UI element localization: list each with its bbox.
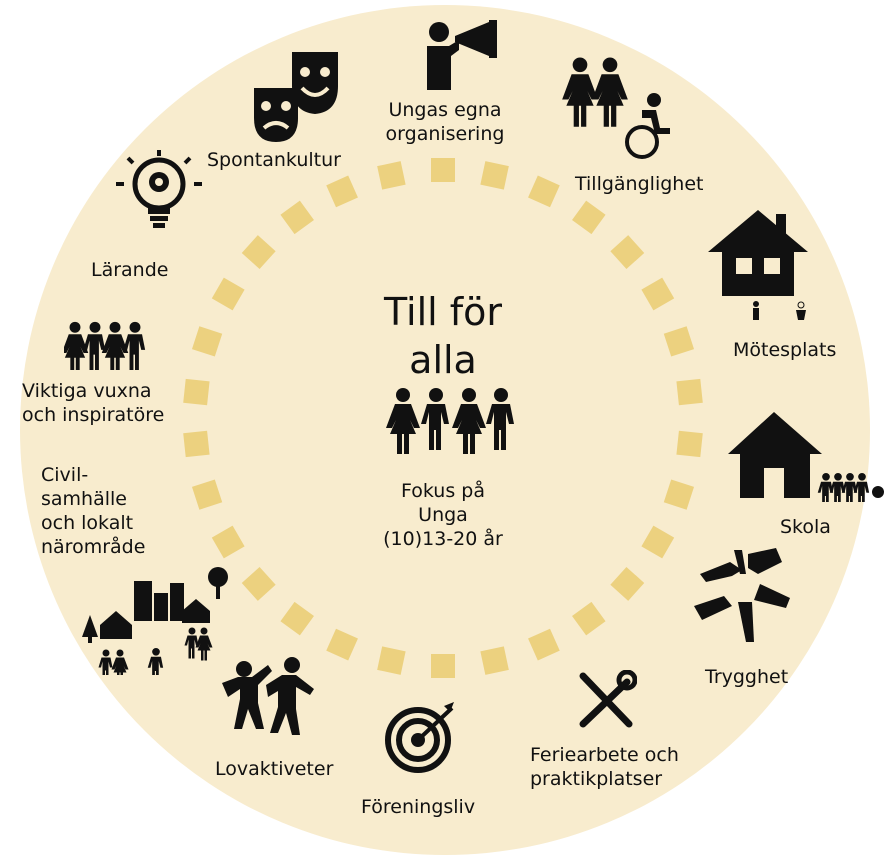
label-civilsamhalle: Civil- samhälle och lokalt närområde <box>41 463 145 559</box>
neighborhood-icon <box>82 567 228 675</box>
label-line: närområde <box>41 536 146 558</box>
ring-dash <box>183 430 210 458</box>
ring-dash <box>241 566 276 601</box>
center-title: Till för alla <box>343 288 543 384</box>
label-feriearbete: Feriearbete och praktikplatser <box>530 743 679 791</box>
ring-dash <box>326 175 358 208</box>
label-line: samhälle <box>41 488 127 510</box>
label-line: och lokalt <box>41 512 134 534</box>
ring-dash <box>528 175 560 208</box>
label-line: organisering <box>385 123 505 145</box>
theater-masks-icon <box>254 52 338 142</box>
label-skola: Skola <box>780 516 831 538</box>
ring-dash <box>572 601 606 636</box>
label-viktiga-vuxna: Viktiga vuxna och inspiratöre <box>22 379 164 427</box>
outer-disk <box>20 5 870 855</box>
ring-dash <box>377 161 406 190</box>
megaphone-person-icon <box>427 20 497 90</box>
ring-dash <box>610 566 645 601</box>
ring-dash <box>610 235 645 270</box>
label-line: Viktiga vuxna <box>22 380 152 402</box>
ring-dash <box>528 628 560 661</box>
label-line: praktikplatser <box>530 768 663 790</box>
ring-dash <box>280 601 314 636</box>
ring-dash <box>326 628 358 661</box>
label-trygghet: Trygghet <box>705 666 789 688</box>
center-sub-line-2: Unga <box>418 504 468 526</box>
group-of-four-people-icon <box>386 388 514 454</box>
ring-dash <box>641 277 675 311</box>
ring-dash <box>431 158 455 182</box>
ring-dash <box>676 430 703 458</box>
ring-dash <box>241 235 276 270</box>
ring-dash <box>663 326 695 357</box>
ring-dash <box>676 378 703 406</box>
ring-dash <box>191 326 223 357</box>
label-ungas-egna-organisering: Ungas egna organisering <box>370 98 520 146</box>
label-line: Ungas egna <box>388 99 502 121</box>
label-larande: Lärande <box>91 259 169 281</box>
center-title-line-2: alla <box>409 338 477 382</box>
ring-dash <box>211 277 245 311</box>
label-motesplats: Mötesplats <box>733 339 837 361</box>
ring-dash <box>211 525 245 559</box>
label-line: Feriearbete och <box>530 744 679 766</box>
ring-dash <box>431 654 455 678</box>
dancing-people-icon <box>222 657 314 735</box>
ring-dash <box>191 479 223 510</box>
ring-dash <box>663 479 695 510</box>
accessibility-icon <box>562 57 670 159</box>
label-line: Civil- <box>41 464 89 486</box>
center-title-line-1: Till för <box>383 290 503 334</box>
label-lovaktiviteter: Lovaktiveter <box>215 758 334 780</box>
house-icon <box>708 210 808 320</box>
target-icon <box>385 702 454 773</box>
center-sub-line-3: (10)13-20 år <box>383 528 503 550</box>
lightbulb-gear-icon <box>116 150 202 228</box>
label-spontankultur: Spontankultur <box>207 149 341 171</box>
center-subtitle: Fokus på Unga (10)13-20 år <box>353 479 533 551</box>
label-line: och inspiratöre <box>22 404 165 426</box>
school-house-icon <box>728 412 884 502</box>
label-tillganglighet: Tillgänglighet <box>575 173 704 195</box>
ring-dash <box>280 200 314 235</box>
dashed-ring <box>183 158 703 678</box>
ring-dash <box>377 646 406 675</box>
ring-dash <box>572 200 606 235</box>
four-adults-icon <box>64 321 146 370</box>
ring-dash <box>480 646 509 675</box>
ring-dash <box>183 378 210 406</box>
tools-icon <box>579 670 637 728</box>
ring-dash <box>641 525 675 559</box>
joined-hands-icon <box>694 548 790 642</box>
center-sub-line-1: Fokus på <box>401 480 485 502</box>
label-foreningsliv: Föreningsliv <box>361 796 476 818</box>
ring-dash <box>480 161 509 190</box>
